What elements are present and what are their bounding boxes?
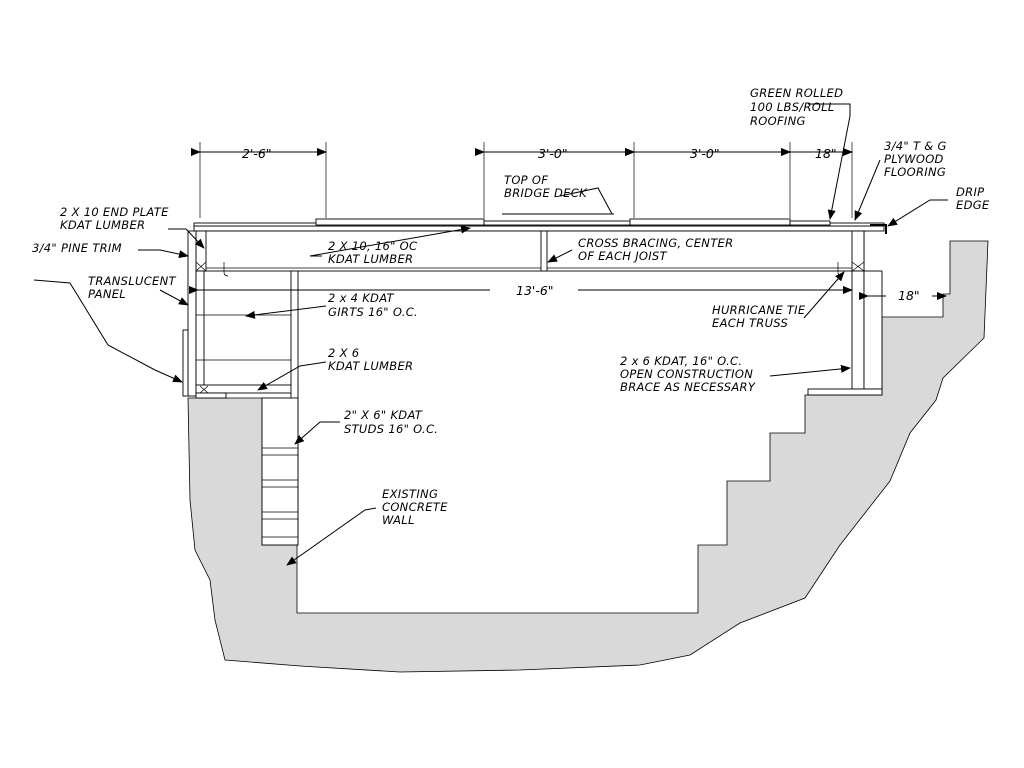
- label-open-construction: 2 x 6 KDAT, 16" O.C. OPEN CONSTRUCTION B…: [620, 354, 757, 394]
- deck-board-2: [483, 220, 631, 226]
- deck-board-3: [629, 218, 791, 226]
- deck-board-4: [789, 220, 831, 226]
- plywood-flooring: [193, 225, 885, 232]
- dim-18-right: 18": [898, 288, 920, 303]
- pine-trim: [187, 230, 197, 397]
- girt-band: [195, 384, 299, 394]
- label-concrete: EXISTING CONCRETE WALL: [382, 487, 452, 527]
- deck-board-1: [315, 218, 485, 226]
- leaders: [33, 103, 948, 566]
- label-plywood: 3/4" T & G PLYWOOD FLOORING: [884, 139, 951, 179]
- label-studs: 2" X 6" KDAT STUDS 16" O.C.: [344, 408, 438, 436]
- dim-13-6: 13'-6": [516, 283, 554, 298]
- cross-bracing: [540, 230, 548, 272]
- right-stud: [851, 270, 865, 390]
- dim-18-top: 18": [815, 146, 837, 161]
- label-hurricane: HURRICANE TIE EACH TRUSS: [712, 303, 809, 330]
- existing-concrete-wall: [187, 240, 989, 673]
- label-joists: 2 X 10, 16" OC KDAT LUMBER: [328, 239, 421, 266]
- right-stud-2: [863, 270, 883, 390]
- dim-3-0-b: 3'-0": [690, 146, 720, 161]
- label-2x6: 2 X 6 KDAT LUMBER: [328, 346, 413, 373]
- deck-assembly: [193, 218, 887, 277]
- label-girts: 2 x 4 KDAT GIRTS 16" O.C.: [328, 291, 418, 319]
- label-pine-trim: 3/4" PINE TRIM: [32, 241, 122, 255]
- drip-edge: [870, 224, 887, 234]
- right-end-plate: [851, 230, 865, 272]
- bottom-plate: [195, 392, 227, 399]
- right-post: [807, 270, 883, 396]
- label-top-of-deck: TOP OF BRIDGE DECK: [504, 173, 588, 200]
- translucent-panel: [182, 329, 189, 397]
- left-wall-framing: [182, 230, 299, 546]
- label-roofing: GREEN ROLLED 100 LBS/ROLL ROOFING: [750, 86, 847, 128]
- dim-2-6: 2'-6": [242, 146, 272, 161]
- label-drip-edge: DRIP EDGE: [956, 185, 990, 212]
- label-end-plate: 2 X 10 END PLATE KDAT LUMBER: [60, 205, 173, 232]
- label-translucent: TRANSLUCENT PANEL: [88, 274, 180, 301]
- left-stud: [195, 270, 205, 394]
- dim-3-0-a: 3'-0": [538, 146, 568, 161]
- joist-band: [195, 230, 865, 272]
- end-plate: [195, 230, 207, 272]
- sill-plate: [807, 388, 883, 396]
- stud-pocket: [261, 397, 299, 546]
- dimensions: [189, 142, 947, 300]
- label-cross-bracing: CROSS BRACING, CENTER OF EACH JOIST: [578, 236, 737, 263]
